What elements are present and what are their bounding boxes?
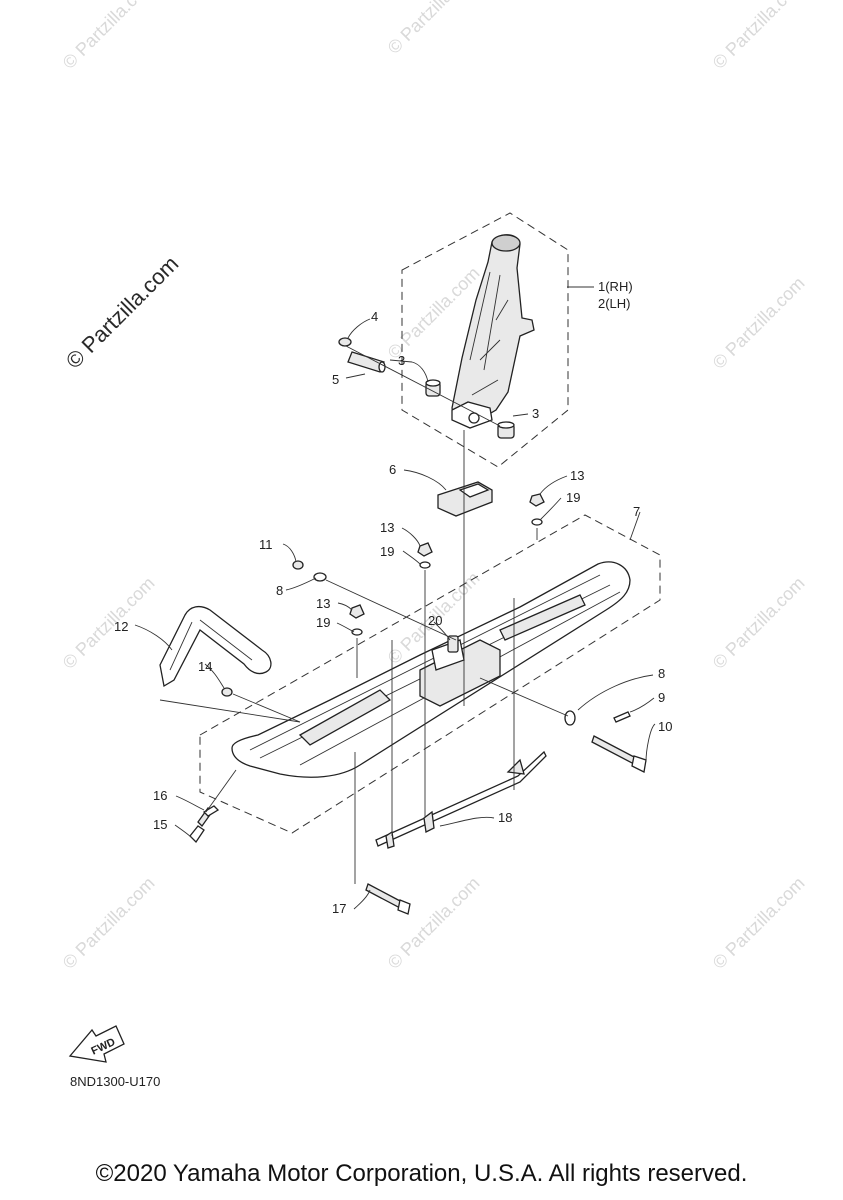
watermark: © Partzilla.com <box>59 0 159 73</box>
nut-13-a <box>529 493 545 507</box>
washer-19-b <box>419 561 431 569</box>
callout-16: 16 <box>153 788 167 803</box>
callout-2: 2(LH) <box>598 296 631 311</box>
bushing-3-upper <box>425 379 441 397</box>
washer-8-left <box>313 572 327 582</box>
callout-9: 9 <box>658 690 665 705</box>
cotter-pin-9 <box>613 711 631 723</box>
bushing-3-lower <box>497 421 515 439</box>
ski-group-box <box>199 514 661 834</box>
callout-19-b: 19 <box>380 544 394 559</box>
watermark: © Partzilla.com <box>709 573 809 673</box>
callout-leaders <box>134 286 656 910</box>
callout-17: 17 <box>332 901 346 916</box>
callout-5: 5 <box>332 372 339 387</box>
callout-13-c: 13 <box>316 596 330 611</box>
damper-6 <box>437 481 493 517</box>
callout-1: 1(RH) <box>598 279 633 294</box>
fwd-arrow: FWD <box>68 1025 125 1063</box>
watermark: © Partzilla.com <box>384 873 484 973</box>
watermark: © Partzilla.com <box>59 573 159 673</box>
washer-19-a <box>531 518 543 526</box>
bolt-17 <box>365 883 411 915</box>
callout-19-a: 19 <box>566 490 580 505</box>
bolt-10 <box>591 735 647 773</box>
assembly-lines <box>159 345 569 884</box>
watermark: © Partzilla.com <box>709 273 809 373</box>
washer-8 <box>564 710 576 726</box>
callout-8-right: 8 <box>658 666 665 681</box>
callout-10: 10 <box>658 719 672 734</box>
nut-14 <box>221 687 233 697</box>
ski-7 <box>231 561 631 778</box>
callout-13-b: 13 <box>380 520 394 535</box>
callout-4: 4 <box>371 309 378 324</box>
callout-20: 20 <box>428 613 442 628</box>
callout-7: 7 <box>633 504 640 519</box>
callout-3-upper: 3 <box>398 353 405 368</box>
watermark: © Partzilla.com <box>709 873 809 973</box>
ski-loop-12 <box>159 605 272 688</box>
washer-19-c <box>351 628 363 636</box>
collar-4 <box>338 337 352 347</box>
callout-11: 11 <box>259 537 273 552</box>
callout-14: 14 <box>198 659 212 674</box>
callout-12: 12 <box>114 619 128 634</box>
ski-spindle <box>451 234 535 429</box>
copyright-notice: ©2020 Yamaha Motor Corporation, U.S.A. A… <box>95 1160 748 1187</box>
callout-13-a: 13 <box>570 468 584 483</box>
callout-3-lower: 3 <box>532 406 539 421</box>
callout-6: 6 <box>389 462 396 477</box>
nut-11 <box>292 560 304 570</box>
shaft-5 <box>347 351 386 373</box>
main-watermark: © Partzilla.com <box>61 251 184 374</box>
watermark: © Partzilla.com <box>384 0 484 58</box>
callout-19-c: 19 <box>316 615 330 630</box>
callout-15: 15 <box>153 817 167 832</box>
spindle-group-box <box>401 212 569 468</box>
watermark: © Partzilla.com <box>709 0 809 73</box>
callout-18: 18 <box>498 810 512 825</box>
nut-13-c <box>349 604 365 619</box>
nut-13-b <box>417 542 433 557</box>
diagram-code: 8ND1300-U170 <box>70 1074 161 1089</box>
watermark: © Partzilla.com <box>59 873 159 973</box>
callout-labels: 1(RH) 2(LH) 3 3 4 5 6 7 8 8 9 10 11 12 1… <box>114 279 672 916</box>
runner-18 <box>375 750 547 849</box>
callout-8-left: 8 <box>276 583 283 598</box>
plate-16 <box>202 805 220 817</box>
